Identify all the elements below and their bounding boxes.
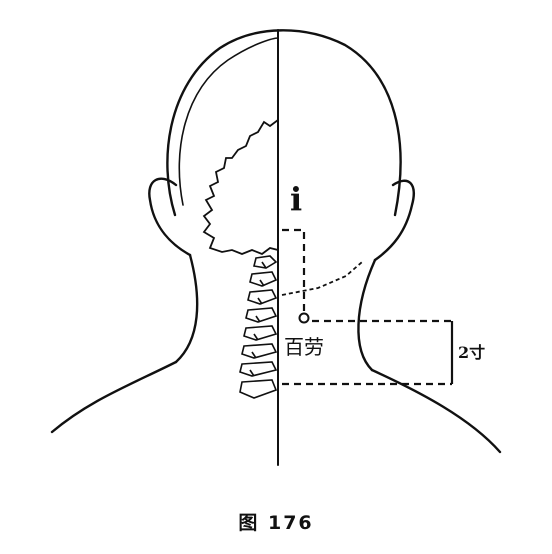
acupuncture-diagram: i 百劳 2寸: [50, 29, 502, 466]
shoulder-right: [370, 368, 502, 454]
neck-right: [357, 258, 377, 372]
vertical-guide: [282, 228, 306, 318]
cervical-spine: [239, 255, 278, 399]
point-name-label: 百劳: [284, 335, 324, 359]
hairline-guide: [281, 261, 363, 296]
side-measure-label: 2寸: [458, 343, 485, 362]
top-mark-label: i: [290, 180, 302, 218]
shoulder-left: [50, 360, 178, 434]
figure-caption: 图 176: [238, 512, 314, 534]
hair-line: [178, 37, 279, 206]
left-ear: [148, 177, 192, 257]
acupoint-marker: [298, 312, 310, 324]
right-ear: [373, 179, 415, 262]
hairline-jagged: [202, 119, 279, 256]
head-outline: [166, 29, 402, 217]
neck-left: [174, 253, 199, 364]
